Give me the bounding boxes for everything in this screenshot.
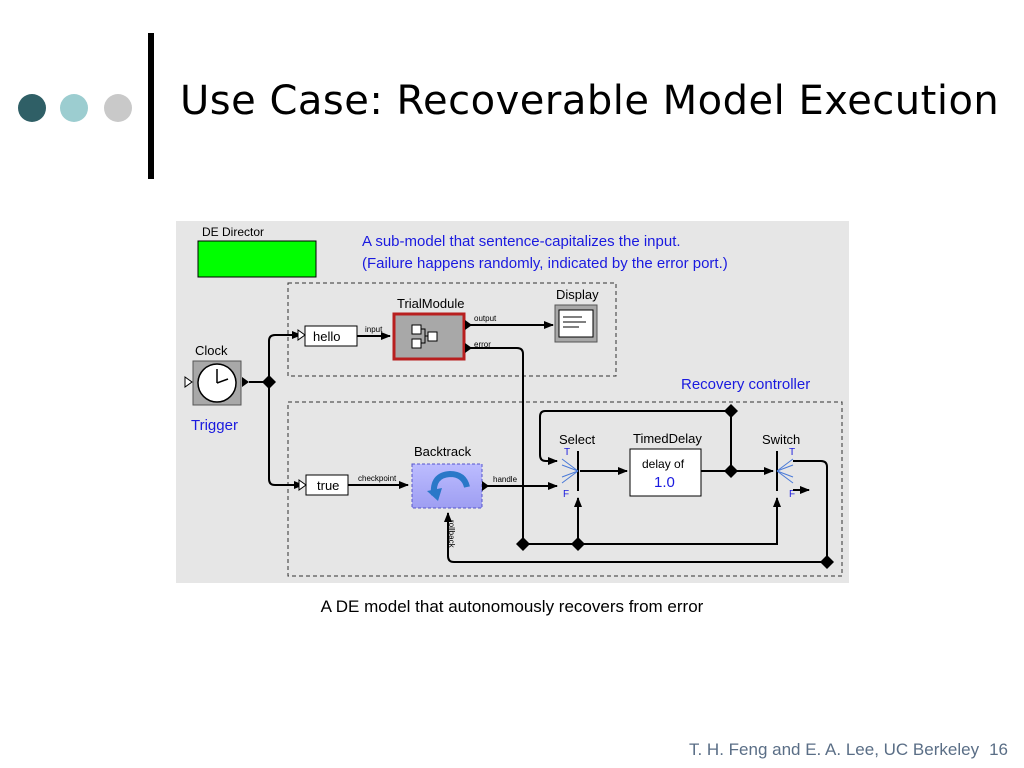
wire-error — [465, 347, 524, 544]
recovery-controller-box — [287, 401, 843, 577]
port-error-label: error — [474, 340, 491, 349]
backtrack-label: Backtrack — [414, 444, 472, 459]
clock-label: Clock — [195, 343, 228, 358]
error-relation — [516, 537, 530, 551]
port-rollback-label: rollback — [447, 520, 456, 549]
footer: T. H. Feng and E. A. Lee, UC Berkeley 16 — [679, 740, 1008, 760]
annotation-line1: A sub-model that sentence-capitalizes th… — [362, 233, 681, 250]
submodel-box — [287, 282, 617, 377]
rollback-icon — [427, 470, 470, 501]
switch-label: Switch — [762, 432, 800, 447]
control-relation — [571, 537, 585, 551]
select-port-T: T — [564, 447, 570, 458]
switch-actor[interactable] — [776, 451, 794, 491]
hello-label: hello — [313, 329, 340, 344]
clock-output-port — [242, 377, 249, 387]
delay-value: 1.0 — [654, 474, 675, 491]
backtrack-actor[interactable] — [411, 463, 483, 509]
delay-relation — [724, 464, 738, 478]
slide-title: Use Case: Recoverable Model Execution — [180, 78, 1000, 124]
trialmodule-actor[interactable] — [392, 312, 466, 361]
composite-icon — [411, 324, 438, 349]
port-checkpoint-label: checkpoint — [358, 474, 397, 483]
wire-loop — [539, 410, 732, 471]
clock-icon — [197, 363, 237, 403]
switch-port-T: T — [789, 447, 795, 458]
select-actor[interactable] — [561, 451, 579, 491]
timeddelay-label: TimedDelay — [633, 431, 702, 446]
bullet-teal — [60, 94, 88, 122]
delay-text: delay of — [642, 457, 685, 471]
recovery-controller-label: Recovery controller — [681, 376, 810, 393]
clock-input-port — [184, 376, 193, 388]
rollback-relation — [820, 555, 834, 569]
annotation-line2: (Failure happens randomly, indicated by … — [362, 255, 728, 272]
bullet-dark — [18, 94, 46, 122]
input-port-markers — [297, 329, 307, 491]
de-director-block[interactable] — [197, 240, 317, 278]
bullet-gray — [104, 94, 132, 122]
de-model-diagram: DE Director A sub-model that sentence-ca… — [176, 221, 849, 583]
title-divider — [148, 33, 154, 179]
figure-caption: A DE model that autonomously recovers fr… — [320, 597, 704, 616]
port-input-label: input — [365, 325, 383, 334]
loop-top-relation — [724, 404, 738, 418]
port-handle-label: handle — [493, 475, 518, 484]
wire-to-true — [268, 382, 304, 489]
wire-error-switch-control — [578, 497, 781, 545]
footer-author: T. H. Feng and E. A. Lee, UC Berkeley — [688, 740, 980, 759]
display-label: Display — [556, 287, 599, 302]
wire-to-hello — [268, 331, 302, 382]
page-number: 16 — [989, 740, 1008, 759]
actor-port-markers — [465, 320, 489, 491]
trialmodule-label: TrialModule — [397, 296, 464, 311]
port-output-label: output — [474, 314, 497, 323]
switch-port-F: F — [789, 489, 795, 500]
timeddelay-actor[interactable] — [629, 448, 702, 497]
director-label: DE Director — [202, 225, 264, 239]
select-port-F: F — [563, 489, 569, 500]
trigger-label: Trigger — [191, 417, 238, 434]
select-label: Select — [559, 432, 596, 447]
display-icon — [558, 309, 594, 338]
clock-relation — [262, 375, 276, 389]
true-label: true — [317, 478, 339, 493]
